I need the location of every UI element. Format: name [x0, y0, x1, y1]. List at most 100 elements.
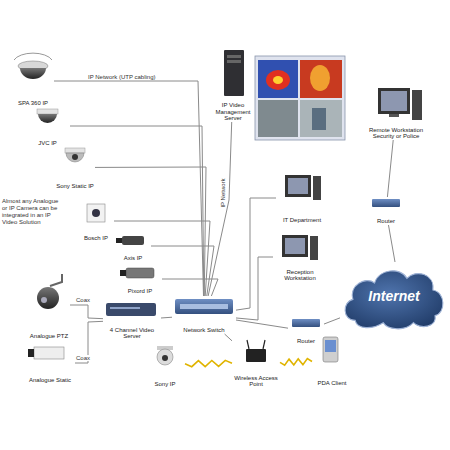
- ptz-camera: [37, 287, 59, 309]
- device-label: Remote Workstation Security or Police: [365, 127, 427, 140]
- device-label: Router: [377, 218, 395, 225]
- pc-tower: [313, 176, 321, 200]
- router-node: Router: [288, 317, 324, 345]
- camera-view: [312, 108, 326, 130]
- network-cable: [388, 225, 395, 262]
- wireless-link: [185, 360, 232, 366]
- camera-node: Sony Static IP: [55, 145, 95, 190]
- device-label: Pixord IP: [128, 288, 152, 295]
- drive-bay: [227, 55, 241, 58]
- camera-bracket: [50, 274, 62, 286]
- rotation-arrow: [14, 53, 52, 60]
- workstation-node: IT Department: [276, 172, 328, 224]
- thermal-spot: [273, 76, 283, 84]
- monitor-screen: [288, 178, 308, 194]
- video-server-unit: [106, 303, 156, 316]
- dome-camera: [38, 114, 57, 123]
- box-camera: [34, 347, 64, 359]
- router-unit: [292, 319, 320, 327]
- network-cable: [225, 334, 232, 341]
- cable-label: IP Network: [220, 178, 226, 207]
- device-label: IT Department: [283, 217, 321, 224]
- camera-node: Analogue PTZ: [28, 270, 70, 340]
- network-cable: [95, 167, 206, 296]
- network-cable: [208, 122, 232, 296]
- network-cable: [236, 257, 273, 320]
- camera-mount: [37, 109, 58, 114]
- workstation-node: Remote Workstation Security or Police: [365, 85, 427, 140]
- thermal-view: [300, 60, 342, 98]
- access-point-node: Wireless Access Point: [232, 338, 280, 388]
- device-label: 4 Channel Video Server: [103, 327, 161, 340]
- server-node: IP Video Management Server: [206, 48, 260, 122]
- network-cable: [236, 198, 276, 310]
- camera-lens: [162, 355, 168, 361]
- video-server-node: 4 Channel Video Server: [103, 300, 161, 340]
- thermal-spot: [310, 65, 330, 91]
- network-cable: [236, 320, 288, 328]
- camera-lens: [92, 209, 100, 217]
- cable-label: Coax: [76, 355, 90, 361]
- camera-view: [258, 100, 298, 137]
- pc-tower: [310, 236, 318, 260]
- ptz-camera: [157, 349, 173, 365]
- software-screenshot: [255, 56, 345, 140]
- device-label: Router: [297, 338, 315, 345]
- cable-label: IP Network (UTP cabling): [88, 74, 155, 80]
- network-cable: [75, 321, 103, 363]
- access-point-unit: [246, 349, 266, 362]
- camera-lens: [28, 349, 34, 357]
- device-label: SPA 360 IP: [18, 100, 48, 107]
- switch-ports: [180, 304, 228, 309]
- network-cable: [70, 305, 103, 319]
- front-panel: [110, 307, 140, 309]
- camera-lens: [41, 297, 47, 303]
- antenna: [247, 340, 249, 349]
- network-cable: [70, 126, 204, 296]
- network-cable: [151, 246, 214, 296]
- network-cable: [54, 81, 204, 296]
- dome-camera: [66, 153, 84, 162]
- device-label: PDA Client: [317, 380, 346, 387]
- camera-node: Analogue Static: [25, 342, 75, 384]
- camera-node: JVC IP: [25, 105, 70, 147]
- pc-tower: [412, 90, 422, 120]
- switch-unit: [175, 299, 233, 314]
- cloud-outline: [345, 271, 443, 329]
- camera-mount: [65, 148, 85, 153]
- cloud-label: Internet: [368, 289, 419, 304]
- monitor-stand: [389, 114, 399, 117]
- device-label: Analogue Static: [29, 377, 71, 384]
- camera-node: Pixord IP: [118, 263, 162, 295]
- camera-lens: [116, 238, 122, 243]
- camera-node: Sony IP: [145, 340, 185, 388]
- device-label: Reception Workstation: [273, 269, 327, 282]
- monitor: [285, 175, 311, 197]
- camera-node: Bosch IP: [78, 200, 114, 242]
- device-label: Network Switch: [183, 327, 224, 334]
- network-cable: [387, 140, 393, 197]
- camera-node: SPA 360 IP: [12, 55, 54, 107]
- camera-lens: [72, 154, 78, 160]
- device-label: Bosch IP: [84, 235, 108, 242]
- pda-device: [323, 337, 338, 362]
- cable-label: Coax: [76, 297, 90, 303]
- network-cable: [161, 317, 172, 319]
- pda-screen: [325, 340, 336, 352]
- network-cable: [324, 318, 340, 324]
- client-node: PDA Client: [312, 335, 352, 387]
- server-tower: [224, 50, 244, 96]
- camera-lens: [120, 270, 126, 276]
- note-text: Almost any Analogue or IP Camera can be …: [2, 198, 64, 226]
- camera-view: [300, 100, 342, 137]
- device-label: Analogue PTZ: [30, 333, 68, 340]
- monitor: [378, 88, 410, 114]
- router-node: Router: [366, 197, 406, 225]
- camera-node: Axis IP: [115, 230, 151, 262]
- device-label: IP Video Management Server: [206, 102, 260, 122]
- device-label: Wireless Access Point: [232, 375, 280, 388]
- device-label: Sony IP: [154, 381, 175, 388]
- antenna: [263, 340, 265, 349]
- router-unit: [372, 199, 400, 207]
